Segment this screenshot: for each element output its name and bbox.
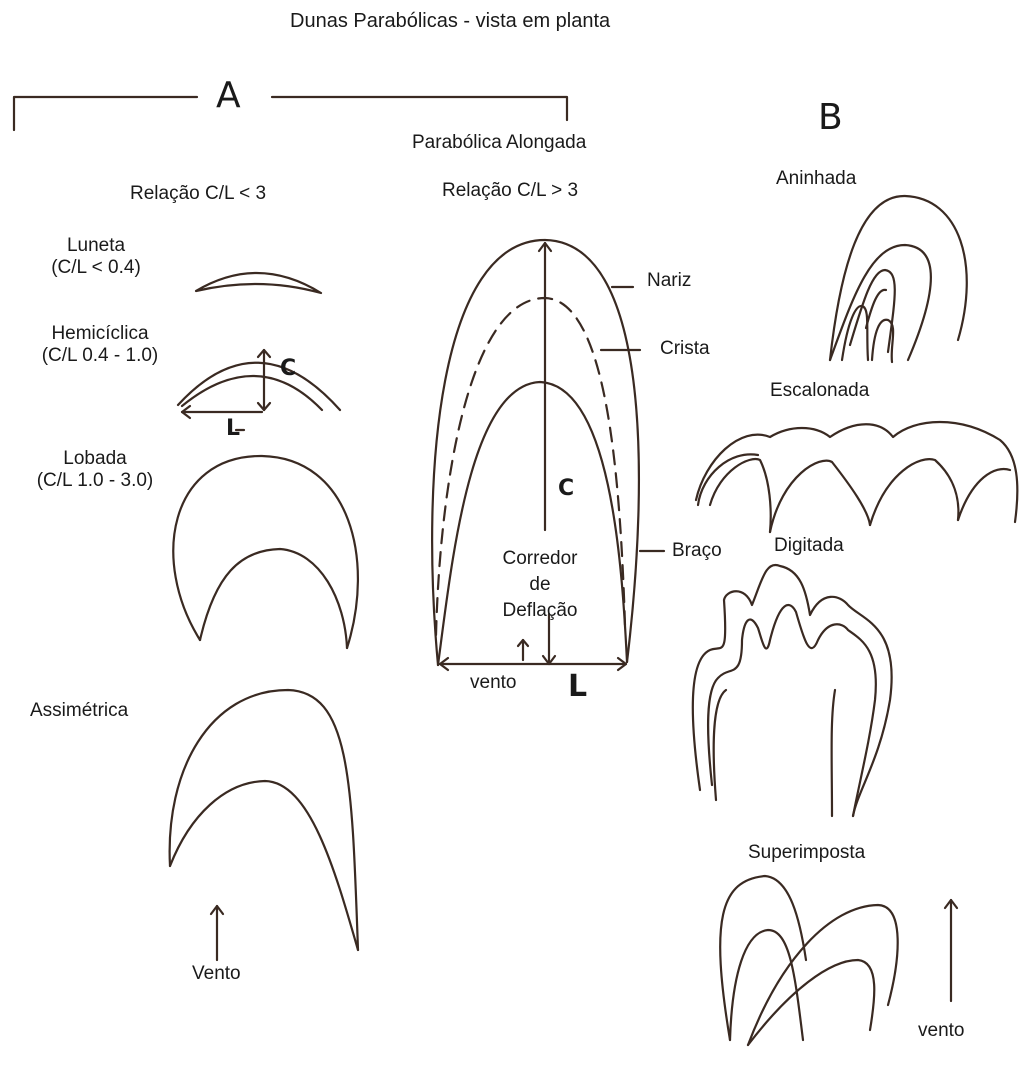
- escalonada-label: Escalonada: [770, 380, 869, 402]
- aninhada-dune: [830, 196, 967, 362]
- arm-label: Braço: [672, 540, 722, 562]
- wind-label-b: vento: [918, 1020, 964, 1042]
- page-title: Dunas Parabólicas - vista em planta: [290, 10, 610, 32]
- group-a-ratio: Relação C/L < 3: [130, 183, 266, 205]
- crest-label: Crista: [660, 338, 710, 360]
- assimetrica-dune: [170, 690, 358, 950]
- superimposta-label: Superimposta: [748, 842, 865, 864]
- hemiciclica-label: Hemicíclica (C/L 0.4 - 1.0): [10, 323, 190, 367]
- corridor-line-3: Deflação: [480, 598, 600, 624]
- corridor-line-2: de: [480, 572, 600, 598]
- lobada-name: Lobada: [10, 448, 180, 470]
- elongated-c-label: C: [558, 478, 574, 500]
- luneta-name: Luneta: [16, 235, 176, 257]
- superimposta-dune: [720, 876, 898, 1045]
- digitada-label: Digitada: [774, 535, 844, 557]
- wind-arrow-a: [211, 906, 223, 960]
- group-a-bracket: [14, 97, 567, 130]
- elongated-title: Parabólica Alongada: [412, 132, 586, 154]
- wind-label-a: Vento: [192, 963, 241, 985]
- aninhada-label: Aninhada: [776, 168, 856, 190]
- wind-label-elongated: vento: [470, 672, 516, 694]
- luneta-dune: [196, 273, 321, 293]
- group-a-letter: A: [216, 78, 241, 114]
- corridor-line-1: Corredor: [480, 546, 600, 572]
- group-b-letter: B: [818, 100, 843, 136]
- digitada-dune: [693, 565, 892, 816]
- wind-arrow-b: [945, 900, 957, 1001]
- escalonada-dune: [696, 422, 1017, 532]
- lobada-range: (C/L 1.0 - 3.0): [10, 470, 180, 492]
- elongated-ratio: Relação C/L > 3: [442, 180, 578, 202]
- lobada-label: Lobada (C/L 1.0 - 3.0): [10, 448, 180, 492]
- elongated-l-label: L: [568, 672, 587, 702]
- luneta-range: (C/L < 0.4): [16, 257, 176, 279]
- lobada-dune: [173, 456, 358, 648]
- hemiciclica-l-label: L: [226, 418, 240, 440]
- corridor-label: Corredor de Deflação: [480, 546, 600, 624]
- nose-label: Nariz: [647, 270, 691, 292]
- hemiciclica-c-label: C: [280, 358, 296, 380]
- assimetrica-label: Assimétrica: [30, 700, 128, 722]
- hemiciclica-range: (C/L 0.4 - 1.0): [10, 345, 190, 367]
- hemiciclica-dune: [178, 350, 340, 430]
- luneta-label: Luneta (C/L < 0.4): [16, 235, 176, 279]
- hemiciclica-name: Hemicíclica: [10, 323, 190, 345]
